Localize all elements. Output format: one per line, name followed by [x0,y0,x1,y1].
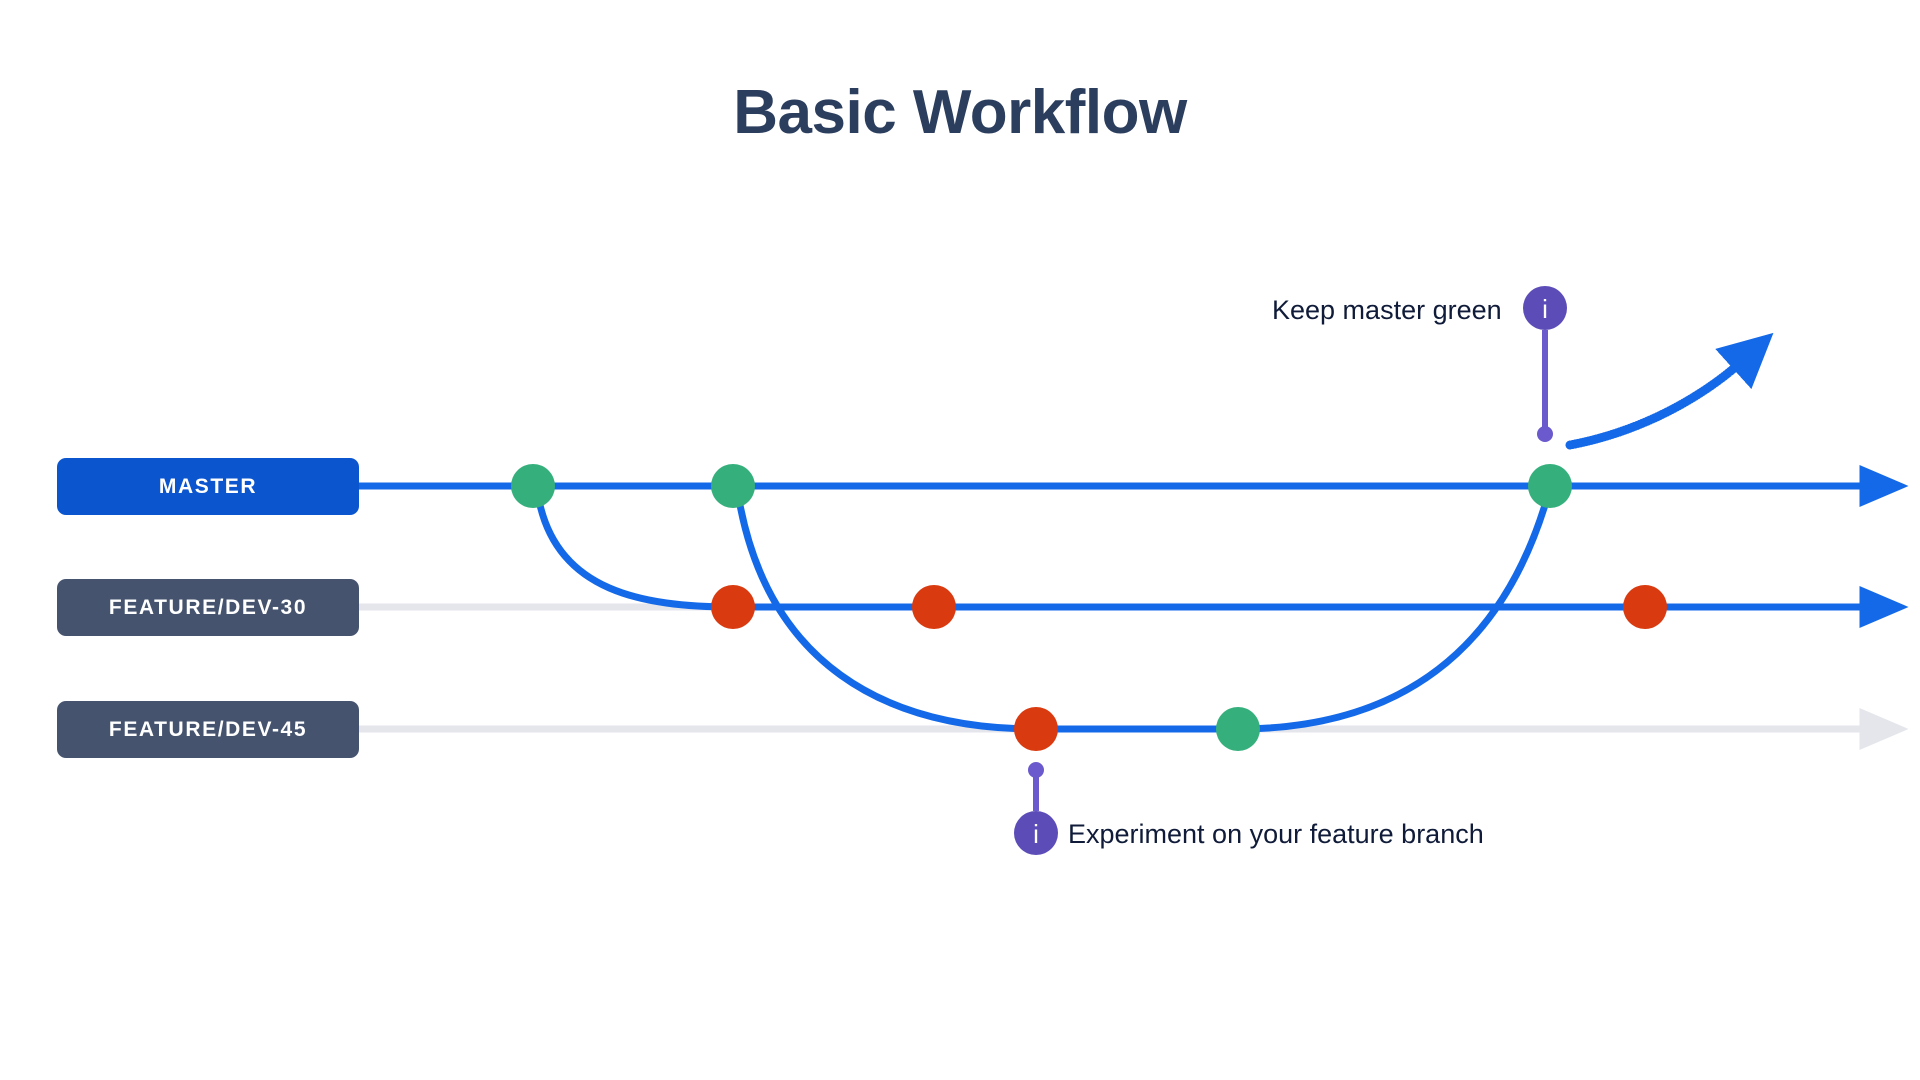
commit-node[interactable] [1216,707,1260,751]
branch-label-text: FEATURE/DEV-30 [108,595,308,619]
commit-node[interactable] [711,464,755,508]
branch-label-feature-dev-45[interactable]: FEATURE/DEV-45 [57,701,359,758]
commit-node[interactable] [912,585,956,629]
branch-label-master[interactable]: MASTER [57,458,359,515]
commit-node[interactable] [1014,707,1058,751]
annotation-experiment-marker[interactable]: i [1014,762,1058,855]
branch-master-to-dev45 [736,501,1040,733]
annotation-keep-master-green-marker[interactable]: i [1523,286,1567,442]
branch-label-text: FEATURE/DEV-45 [108,717,308,741]
annotation-text-keep-master-green: Keep master green [1272,295,1502,325]
info-icon-glyph: i [1033,819,1039,849]
commit-node[interactable] [1528,464,1572,508]
annotation-endpoint-dot [1028,762,1044,778]
annotation-endpoint-dot [1537,426,1553,442]
merge-dev45-to-master [1234,501,1549,733]
commit-node[interactable] [711,585,755,629]
info-icon[interactable] [1014,811,1058,855]
info-icon-glyph: i [1542,294,1548,324]
branch-label-text: MASTER [158,474,258,498]
commit-node[interactable] [511,464,555,508]
future-commits-dotted-arrow [1565,332,1774,450]
commit-node[interactable] [1623,585,1667,629]
annotation-text-experiment-on-feature-branch: Experiment on your feature branch [1068,819,1484,849]
branch-label-feature-dev-30[interactable]: FEATURE/DEV-30 [57,579,359,636]
page-title: Basic Workflow [733,78,1187,147]
info-icon[interactable] [1523,286,1567,330]
branch-master-to-dev30 [536,501,737,611]
